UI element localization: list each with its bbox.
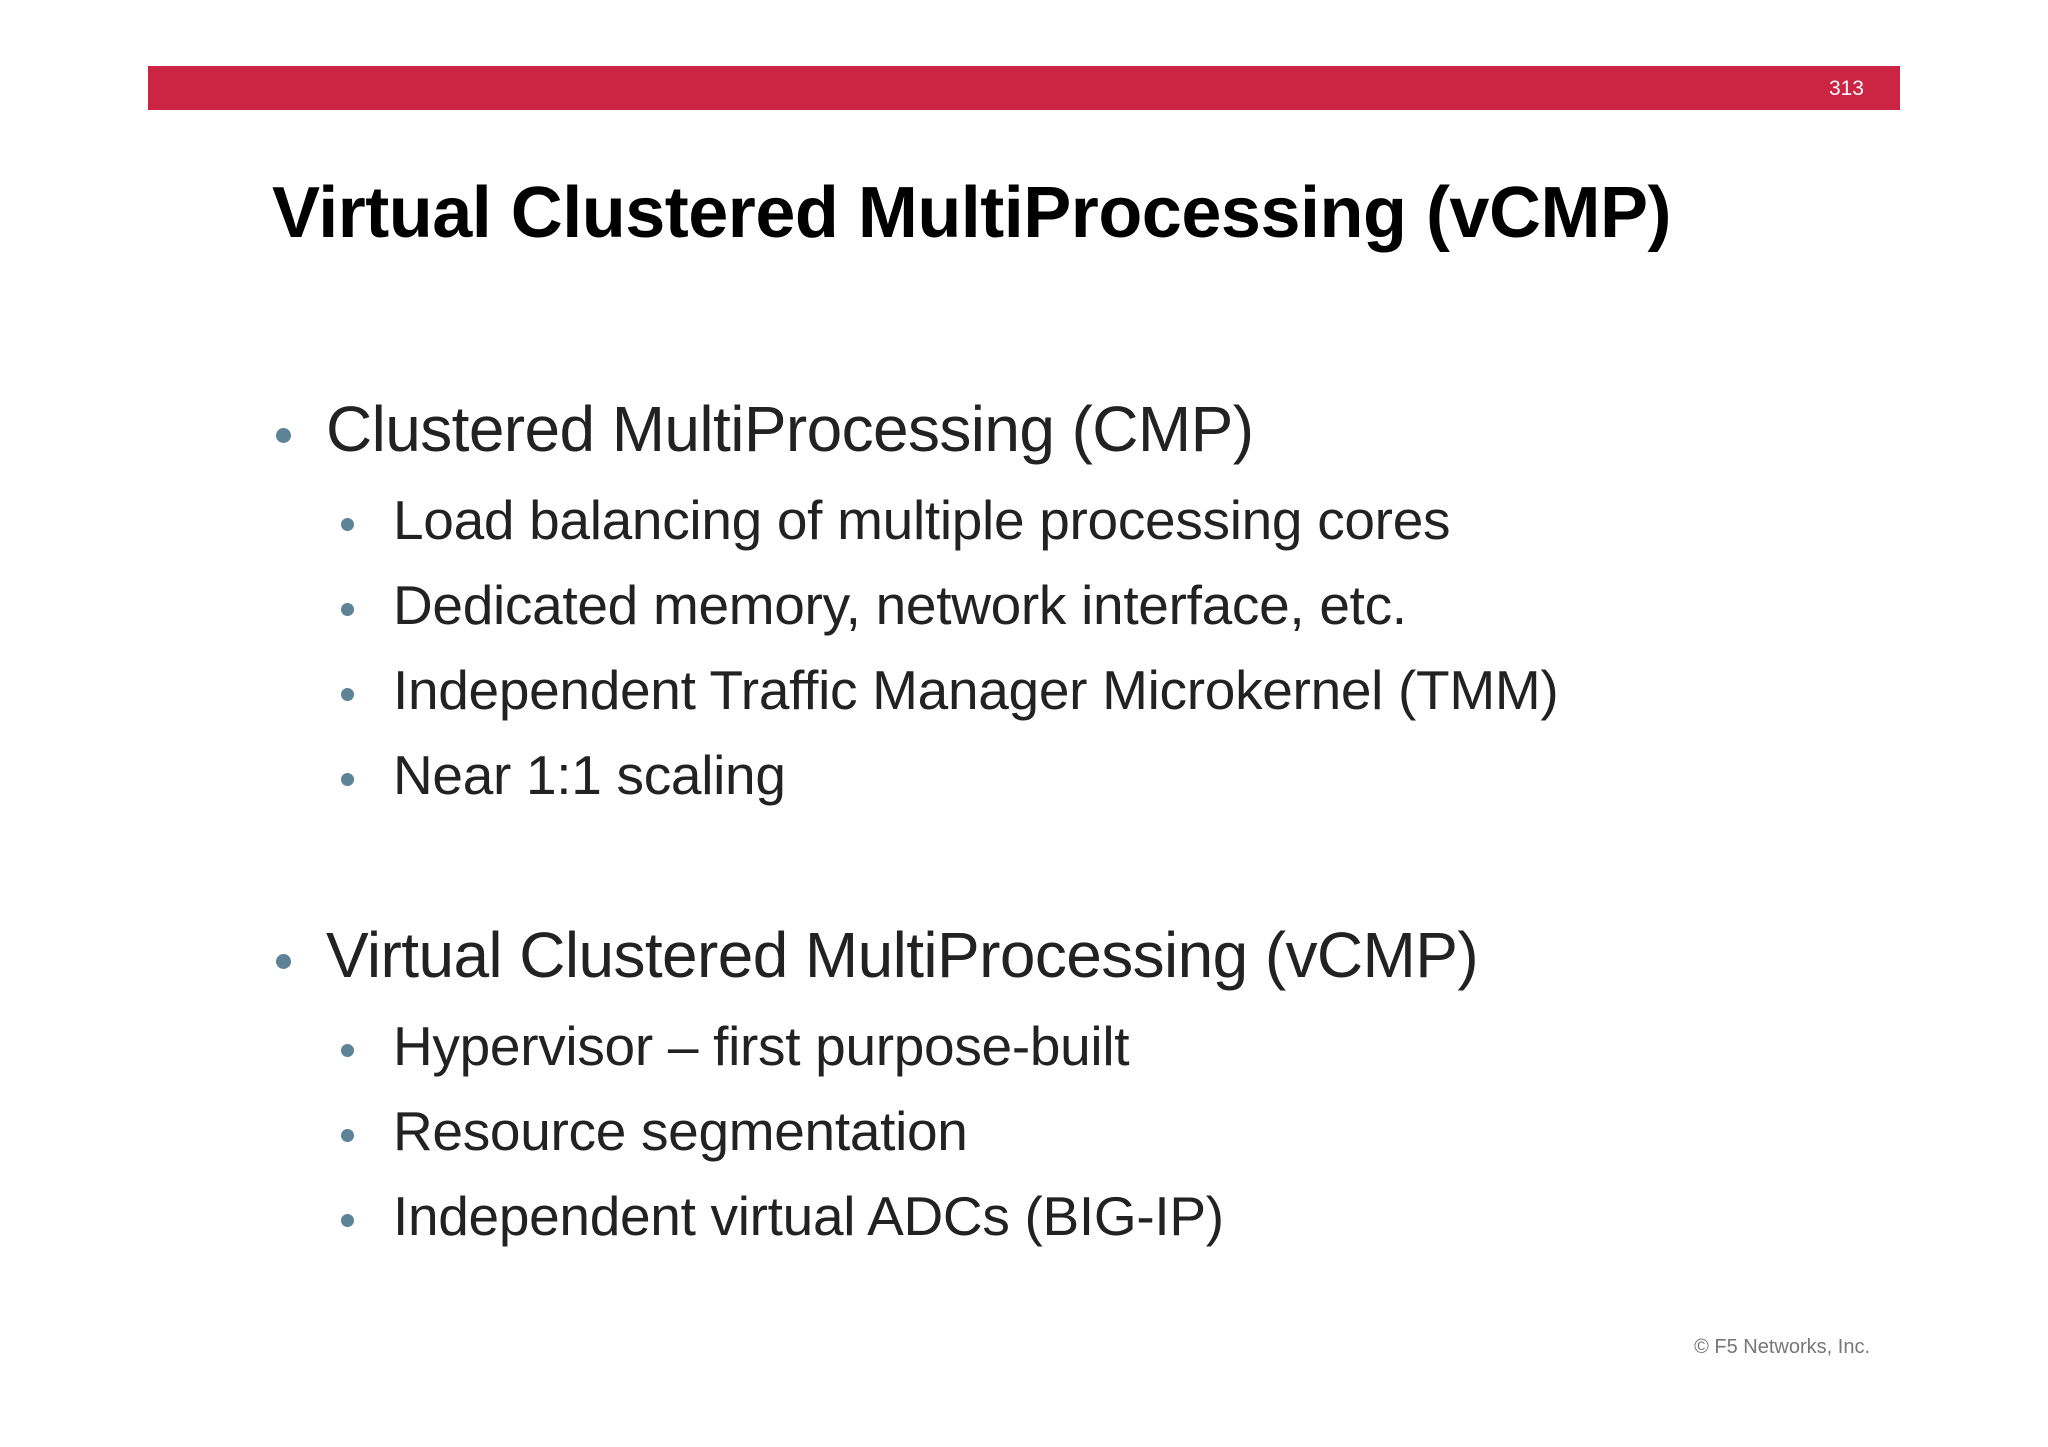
- bullet-text: Near 1:1 scaling: [393, 744, 786, 806]
- bullet-icon: [341, 603, 354, 616]
- bullet-icon: [341, 1129, 354, 1142]
- bullet-icon: [341, 688, 354, 701]
- bullet-text: Dedicated memory, network interface, etc…: [393, 574, 1407, 636]
- list-item: Near 1:1 scaling: [341, 743, 786, 807]
- list-item: Dedicated memory, network interface, etc…: [341, 573, 1407, 637]
- copyright-footer: © F5 Networks, Inc.: [1694, 1336, 1870, 1358]
- bullet-icon: [341, 1214, 354, 1227]
- bullet-icon: [341, 1044, 354, 1057]
- bullet-icon: [341, 773, 354, 786]
- bullet-text: Hypervisor – first purpose-built: [393, 1015, 1130, 1077]
- bullet-text: Independent Traffic Manager Microkernel …: [393, 659, 1559, 721]
- bullet-icon: [276, 428, 291, 443]
- bullet-text: Virtual Clustered MultiProcessing (vCMP): [326, 919, 1479, 991]
- section-heading-vcmp: Virtual Clustered MultiProcessing (vCMP): [276, 918, 1479, 992]
- list-item: Independent virtual ADCs (BIG-IP): [341, 1184, 1224, 1248]
- bullet-text: Clustered MultiProcessing (CMP): [326, 393, 1254, 465]
- section-heading-cmp: Clustered MultiProcessing (CMP): [276, 392, 1254, 466]
- bullet-icon: [341, 518, 354, 531]
- list-item: Load balancing of multiple processing co…: [341, 488, 1451, 552]
- bullet-text: Load balancing of multiple processing co…: [393, 489, 1451, 551]
- bullet-text: Resource segmentation: [393, 1100, 968, 1162]
- page-number: 313: [1828, 77, 1864, 100]
- header-bar: 313: [148, 66, 1900, 110]
- list-item: Resource segmentation: [341, 1099, 968, 1163]
- bullet-icon: [276, 954, 291, 969]
- list-item: Independent Traffic Manager Microkernel …: [341, 658, 1559, 722]
- list-item: Hypervisor – first purpose-built: [341, 1014, 1130, 1078]
- slide-title: Virtual Clustered MultiProcessing (vCMP): [272, 173, 1671, 253]
- bullet-text: Independent virtual ADCs (BIG-IP): [393, 1185, 1224, 1247]
